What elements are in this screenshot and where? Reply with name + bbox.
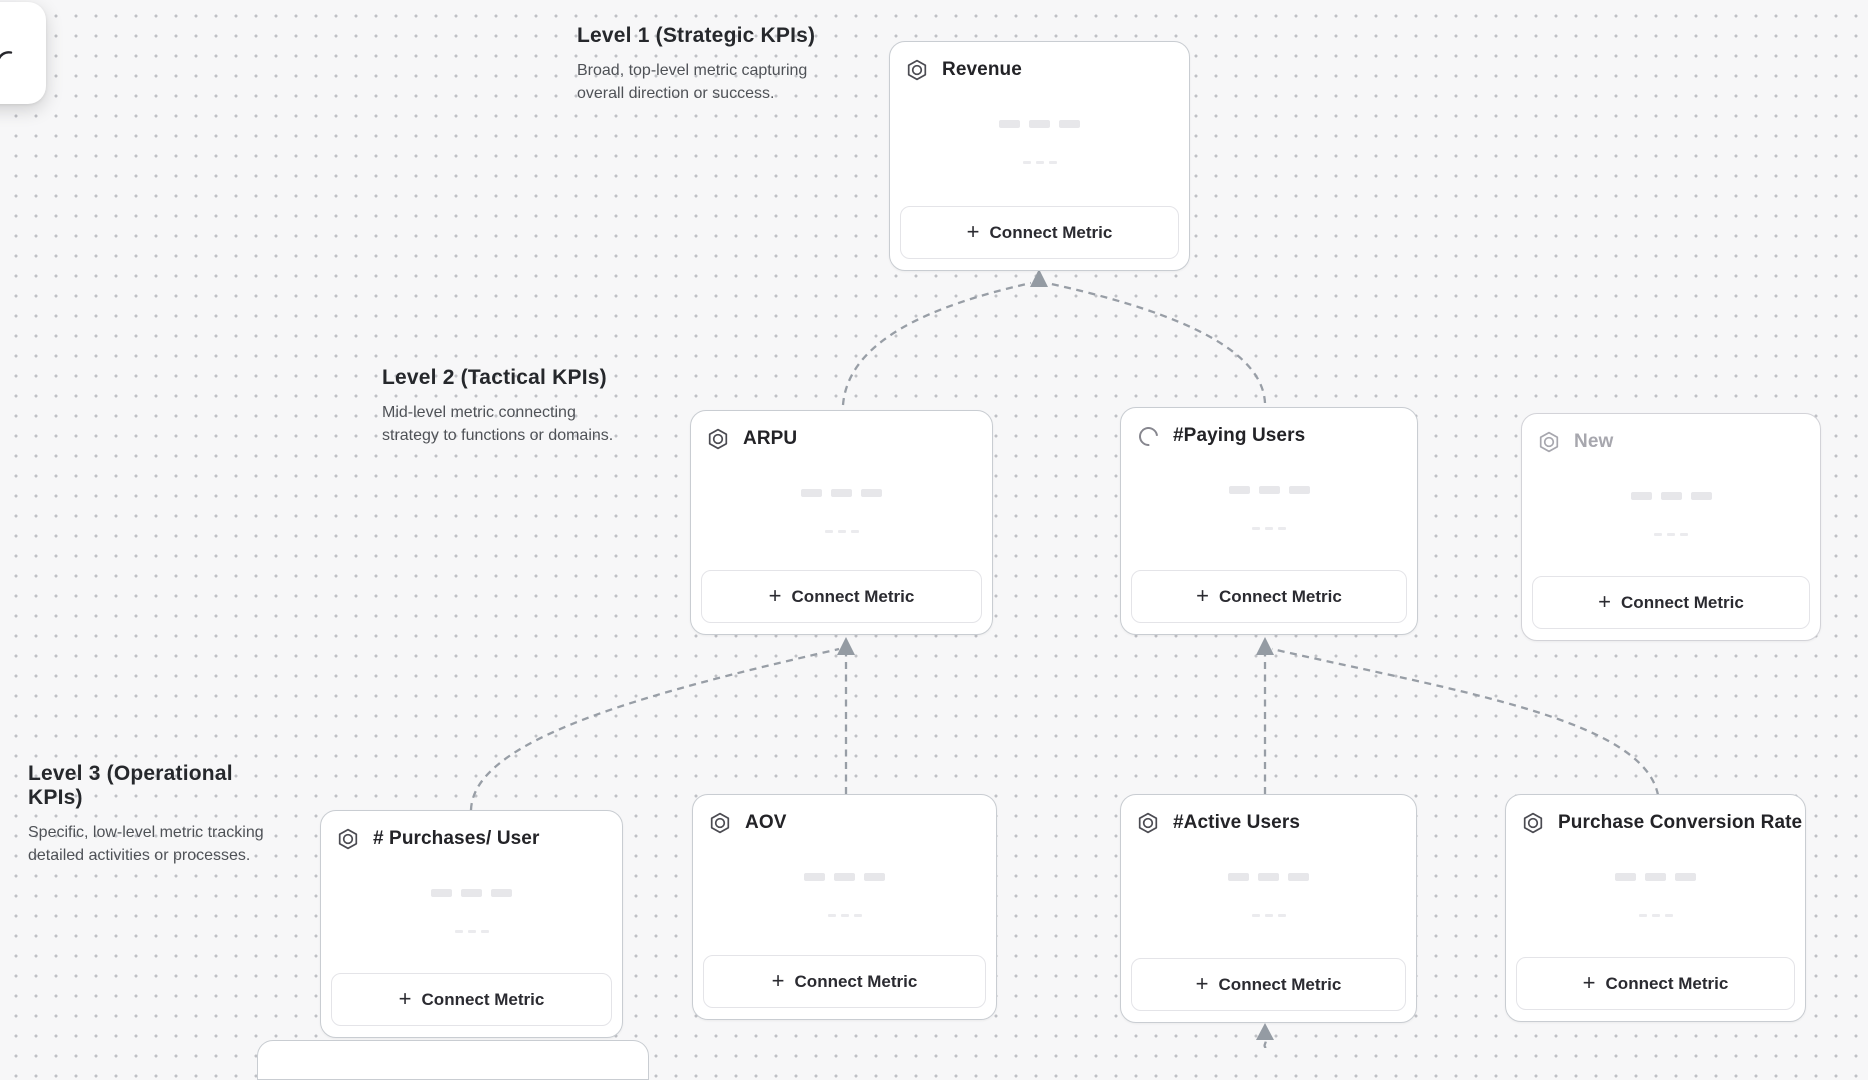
- skeleton-placeholder-small: [1121, 527, 1417, 530]
- level-3-label: Level 3 (Operational KPIs) Specific, low…: [28, 762, 290, 867]
- skeleton-placeholder: [890, 120, 1189, 128]
- skeleton-placeholder: [321, 889, 622, 897]
- kpi-card-purchases-per-user[interactable]: # Purchases/ User + Connect Metric: [320, 810, 623, 1038]
- connect-metric-label: Connect Metric: [791, 586, 915, 606]
- card-header: AOV: [693, 795, 996, 835]
- level-description: Mid-level metric connecting strategy to …: [382, 404, 614, 444]
- connect-metric-button[interactable]: + Connect Metric: [1131, 958, 1406, 1011]
- connection-arpu-to-revenue: [841, 281, 1032, 406]
- connect-metric-button[interactable]: + Connect Metric: [701, 570, 982, 623]
- connection-purchase-conversion-rate-to-paying-users: [1271, 647, 1660, 796]
- level-title: Level 2 (Tactical KPIs): [382, 366, 607, 389]
- card-header: ARPU: [691, 411, 992, 451]
- level-1-label: Level 1 (Strategic KPIs) Broad, top-leve…: [577, 24, 827, 105]
- kpi-card-paying-users[interactable]: #Paying Users + Connect Metric: [1120, 407, 1418, 635]
- card-title: New: [1574, 431, 1614, 452]
- card-title: Purchase Conversion Rate: [1558, 812, 1803, 833]
- plus-icon: +: [1196, 582, 1210, 608]
- skeleton-placeholder-small: [691, 530, 992, 533]
- card-title: ARPU: [743, 428, 798, 449]
- card-header: Revenue: [890, 42, 1189, 82]
- skeleton-placeholder: [1121, 486, 1417, 494]
- plus-icon: +: [966, 218, 980, 244]
- connect-metric-label: Connect Metric: [1621, 592, 1744, 612]
- hexagon-target-icon: [1537, 430, 1561, 454]
- hexagon-target-icon: [706, 427, 730, 451]
- connect-metric-button[interactable]: + Connect Metric: [1532, 576, 1810, 629]
- connection-paying-users-to-revenue: [1046, 281, 1267, 404]
- card-header: #Paying Users: [1121, 408, 1417, 450]
- card-header: New: [1522, 414, 1820, 454]
- kpi-card-purchase-conversion-rate[interactable]: Purchase Conversion Rate + Connect Metri…: [1505, 794, 1806, 1022]
- arrowhead-into-arpu: [837, 637, 855, 655]
- arrowhead-into-revenue: [1030, 269, 1048, 287]
- skeleton-placeholder-small: [321, 930, 622, 933]
- card-title: Revenue: [942, 59, 1022, 80]
- plus-icon: +: [771, 967, 785, 993]
- connect-metric-button[interactable]: + Connect Metric: [1516, 957, 1795, 1010]
- plus-icon: +: [768, 582, 782, 608]
- connect-metric-label: Connect Metric: [794, 971, 918, 991]
- hexagon-target-icon: [1521, 811, 1545, 835]
- skeleton-placeholder-small: [1121, 914, 1416, 917]
- card-title: # Purchases/ User: [373, 828, 540, 849]
- skeleton-placeholder: [1121, 873, 1416, 881]
- plus-icon: +: [398, 985, 412, 1011]
- connector-tool-icon: [0, 45, 16, 72]
- hexagon-target-icon: [905, 58, 929, 82]
- kpi-card-aov[interactable]: AOV + Connect Metric: [692, 794, 997, 1020]
- card-header: # Purchases/ User: [321, 811, 622, 851]
- connection-offscreen-to-active-users: [1263, 1038, 1268, 1048]
- hexagon-target-icon: [1136, 811, 1160, 835]
- kpi-card-revenue[interactable]: Revenue + Connect Metric: [889, 41, 1190, 271]
- hexagon-target-icon: [708, 811, 732, 835]
- skeleton-placeholder: [1506, 873, 1805, 881]
- card-title: AOV: [745, 812, 787, 833]
- skeleton-placeholder-small: [1522, 533, 1820, 536]
- connect-metric-label: Connect Metric: [1219, 586, 1342, 606]
- floating-toolbar[interactable]: [0, 2, 46, 104]
- arrowhead-into-paying-users: [1256, 637, 1274, 655]
- level-description: Broad, top-level metric capturing overal…: [577, 62, 808, 102]
- connect-metric-label: Connect Metric: [989, 222, 1113, 242]
- level-title: Level 1 (Strategic KPIs): [577, 24, 816, 47]
- card-title: #Paying Users: [1173, 425, 1306, 446]
- kpi-card-arpu[interactable]: ARPU + Connect Metric: [690, 410, 993, 635]
- level-2-label: Level 2 (Tactical KPIs) Mid-level metric…: [382, 366, 622, 447]
- connect-metric-button[interactable]: + Connect Metric: [703, 955, 986, 1008]
- card-title: #Active Users: [1173, 812, 1300, 833]
- connect-metric-button[interactable]: + Connect Metric: [331, 973, 612, 1026]
- skeleton-placeholder: [1522, 492, 1820, 500]
- card-header: Purchase Conversion Rate: [1506, 795, 1805, 835]
- hexagon-target-icon: [336, 827, 360, 851]
- kpi-card-active-users[interactable]: #Active Users + Connect Metric: [1120, 794, 1417, 1023]
- connect-metric-label: Connect Metric: [1218, 974, 1342, 994]
- skeleton-placeholder: [693, 873, 996, 881]
- plus-icon: +: [1598, 588, 1612, 614]
- arrowhead-into-active-users: [1256, 1023, 1274, 1040]
- plus-icon: +: [1582, 969, 1596, 995]
- level-title: Level 3 (Operational KPIs): [28, 762, 233, 809]
- spinner-icon: [1134, 422, 1162, 450]
- plus-icon: +: [1195, 970, 1209, 996]
- skeleton-placeholder: [691, 489, 992, 497]
- connect-metric-button[interactable]: + Connect Metric: [900, 206, 1179, 259]
- skeleton-placeholder-small: [1506, 914, 1805, 917]
- connect-metric-button[interactable]: + Connect Metric: [1131, 570, 1407, 623]
- skeleton-placeholder-small: [890, 161, 1189, 164]
- level-description: Specific, low-level metric tracking deta…: [28, 824, 264, 864]
- kpi-card-partial-bottom[interactable]: [257, 1040, 649, 1080]
- card-header: #Active Users: [1121, 795, 1416, 835]
- kpi-card-new[interactable]: New + Connect Metric: [1521, 413, 1821, 641]
- skeleton-placeholder-small: [693, 914, 996, 917]
- connect-metric-label: Connect Metric: [1605, 973, 1729, 993]
- connect-metric-label: Connect Metric: [421, 989, 545, 1009]
- connection-purchases-per-user-to-arpu: [469, 647, 840, 811]
